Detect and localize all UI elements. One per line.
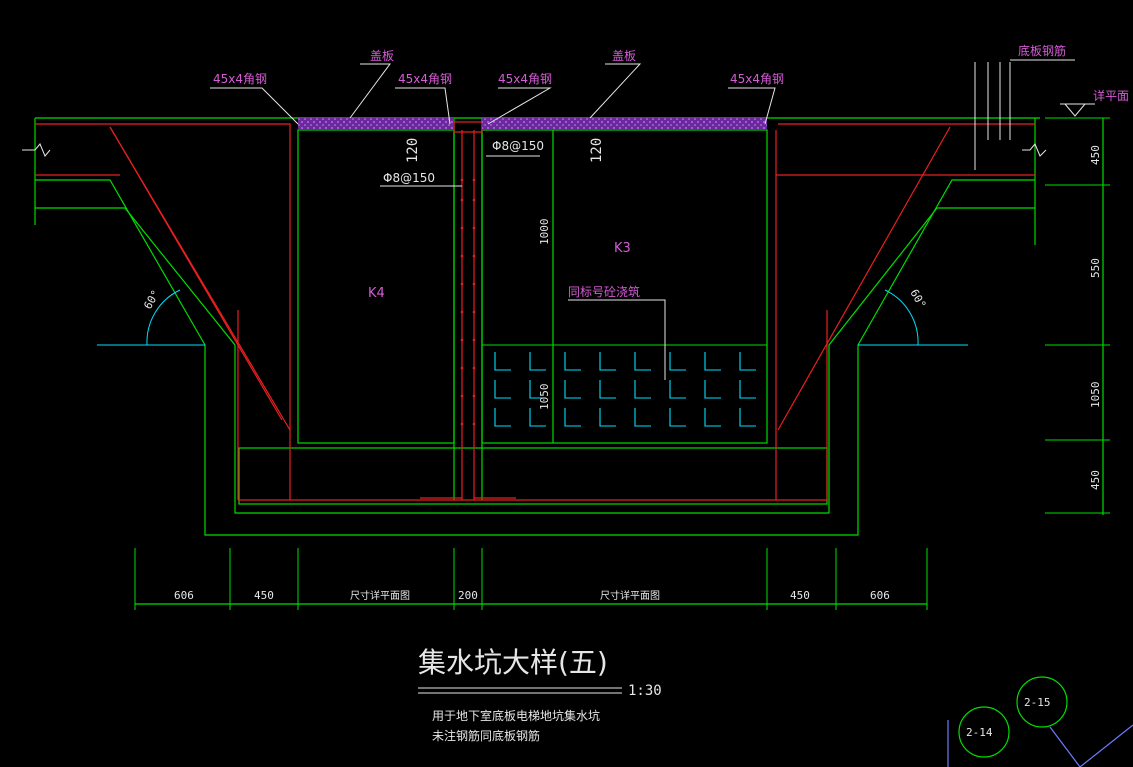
cover-plate-right (482, 118, 767, 130)
bottom-dim-6: 450 (790, 589, 810, 602)
concrete-fill-pattern (482, 344, 767, 427)
bottom-dim-2: 450 (254, 589, 274, 602)
cover-plate-label-left: 盖板 (370, 49, 394, 63)
dim-120-left: 120 (405, 138, 421, 163)
dim-120-right: 120 (589, 138, 605, 163)
dim-1000: 1000 (538, 219, 551, 246)
angle-steel-label-4: 45x4角钢 (730, 72, 784, 86)
right-dim-4: 450 (1089, 470, 1102, 490)
right-dim-3: 1050 (1089, 382, 1102, 409)
break-symbols (22, 143, 1047, 157)
dim-1050-inner: 1050 (538, 384, 551, 411)
angle-steel-label-2: 45x4角钢 (398, 72, 452, 86)
bottom-rebar-label: 底板钢筋 (1018, 43, 1066, 58)
callout-2-15[interactable]: 2-15 (1024, 696, 1051, 709)
pit-label-k4: K4 (368, 286, 385, 301)
note-line-1: 用于地下室底板电梯地坑集水坑 (432, 708, 600, 723)
rebar-dots (460, 178, 476, 426)
right-dim-2: 550 (1089, 258, 1102, 278)
bottom-dimension-ticks (134, 548, 928, 610)
callout-bubbles (947, 676, 1133, 767)
bottom-dim-5: 尺寸详平面图 (600, 589, 660, 602)
angle-steel-label-1: 45x4角钢 (213, 72, 267, 86)
angle-label-left: 60° (141, 288, 162, 312)
angle-label-right: 60° (907, 287, 928, 311)
concrete-outline (34, 117, 1104, 605)
pit-label-k3: K3 (614, 241, 631, 256)
leader-lines (210, 59, 1095, 694)
callout-2-14[interactable]: 2-14 (966, 726, 993, 739)
rebar-spec-2: Φ8@150 (383, 171, 435, 185)
note-line-2: 未注钢筋同底板钢筋 (432, 728, 540, 743)
bottom-dim-4: 200 (458, 589, 478, 602)
drawing-scale: 1:30 (628, 683, 662, 699)
concrete-note: 同标号砼浇筑 (568, 284, 640, 299)
rebar-spec-1: Φ8@150 (492, 139, 544, 153)
bottom-dim-7: 606 (870, 589, 890, 602)
level-mark-label: 详平面 (1093, 88, 1129, 103)
cover-plate-left (298, 118, 454, 130)
cover-plate-label-right: 盖板 (612, 49, 636, 63)
angle-markers (97, 289, 968, 346)
right-dimension-ticks (1045, 117, 1110, 514)
drawing-title: 集水坑大样(五) (418, 646, 608, 679)
bottom-dim-1: 606 (174, 589, 194, 602)
right-dim-1: 450 (1089, 145, 1102, 165)
bottom-dim-3: 尺寸详平面图 (350, 589, 410, 602)
angle-steel-label-3: 45x4角钢 (498, 72, 552, 86)
